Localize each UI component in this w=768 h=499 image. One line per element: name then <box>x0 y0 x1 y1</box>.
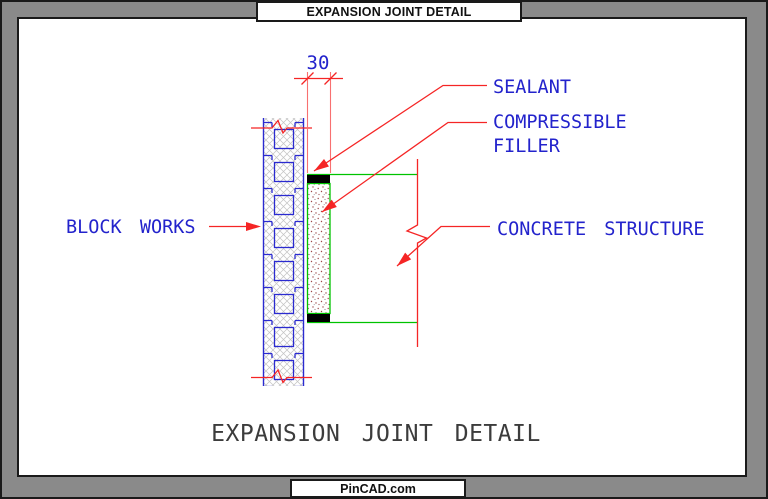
leader-concrete-structure <box>396 225 490 267</box>
arrowhead-sealant <box>314 158 329 171</box>
dimension-30: 30 <box>294 52 343 173</box>
label-compressible: COMPRESSIBLE <box>493 112 627 133</box>
wall-edges <box>262 118 305 386</box>
label-filler: FILLER <box>493 136 561 157</box>
footer-brand-box: PinCAD.com <box>290 479 466 498</box>
arrowhead-block-works <box>246 222 261 231</box>
leader-compressible-filler <box>321 121 487 213</box>
label-concrete-structure: CONCRETE STRUCTURE <box>497 219 704 240</box>
sealant-top <box>307 175 330 183</box>
sheet-title: EXPANSION JOINT DETAIL <box>306 4 472 19</box>
wall-break-line-bottom <box>251 368 312 384</box>
drawing-caption: EXPANSION JOINT DETAIL <box>211 421 541 447</box>
wall-block-cores <box>263 118 304 386</box>
concrete-break-line <box>405 159 429 347</box>
drawing-canvas <box>17 17 747 477</box>
label-sealant: SEALANT <box>493 77 571 98</box>
label-block-works: BLOCK WORKS <box>66 217 196 238</box>
sheet-title-box: EXPANSION JOINT DETAIL <box>256 1 522 22</box>
leader-sealant <box>313 84 487 172</box>
joint-outline <box>306 182 331 315</box>
brand-label: PinCAD.com <box>340 481 416 496</box>
wall-break-line-top <box>251 119 312 135</box>
dimension-extension-lines <box>306 72 332 173</box>
arrowhead-concrete-structure <box>397 252 412 266</box>
sealant-bottom <box>307 314 330 322</box>
compressible-filler-fill <box>308 183 330 314</box>
arrowhead-compressible-filler <box>322 199 337 212</box>
dimension-value: 30 <box>307 52 330 74</box>
block-wall <box>262 118 305 386</box>
dimension-ticks <box>301 72 337 85</box>
